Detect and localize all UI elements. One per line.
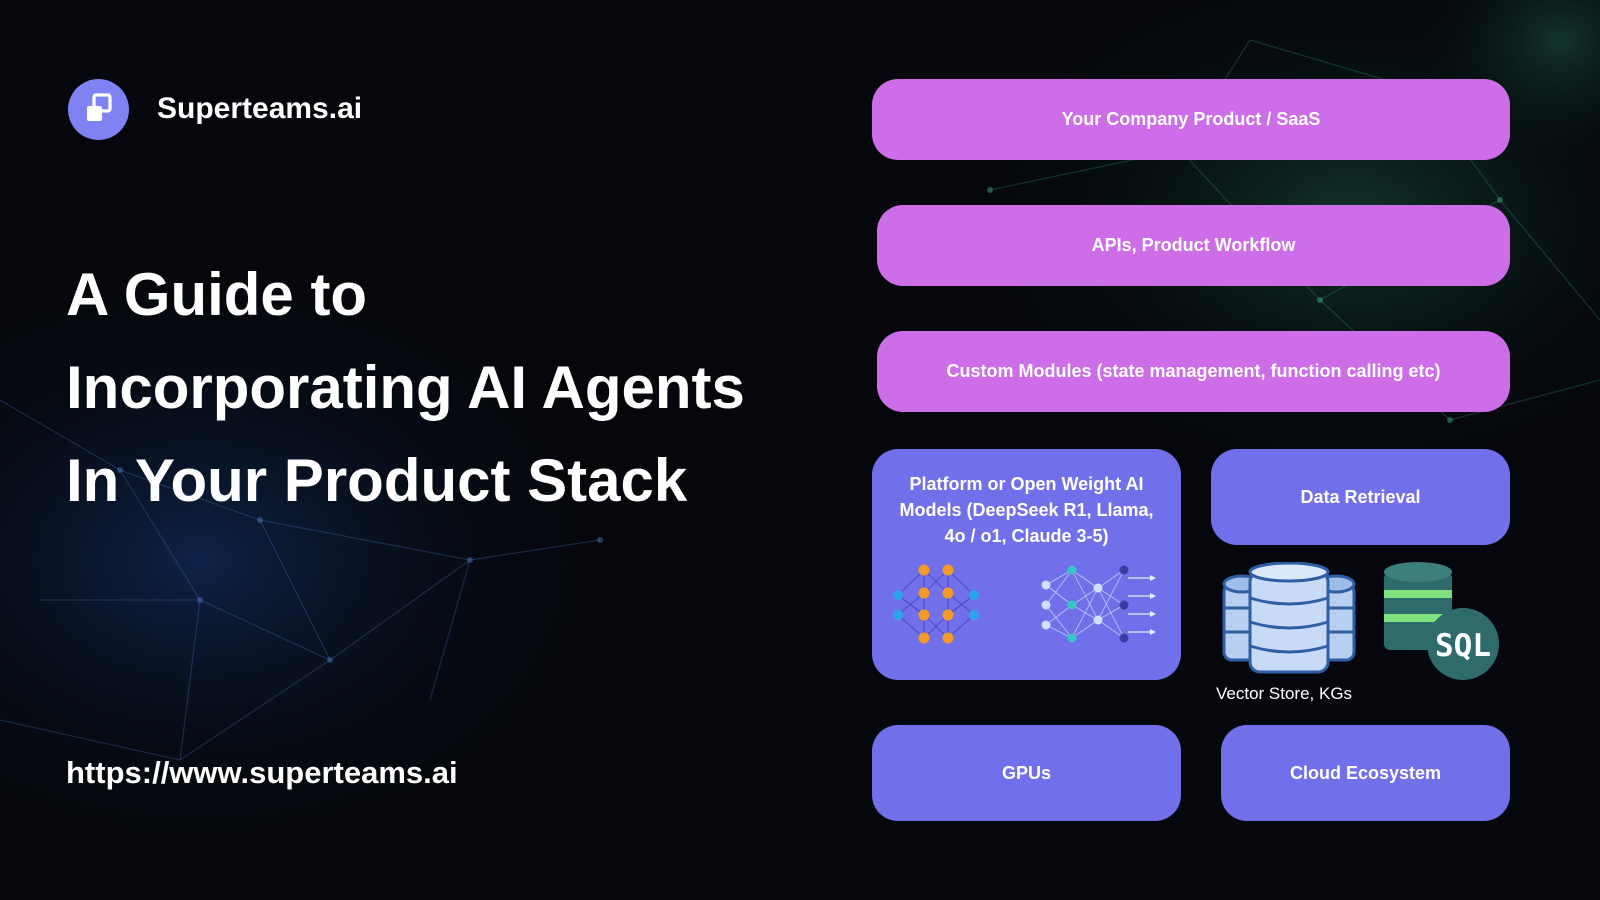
website-url: https://www.superteams.ai xyxy=(66,755,458,790)
layer-data-retrieval-label: Data Retrieval xyxy=(1300,486,1421,507)
layer-data-retrieval: Data Retrieval xyxy=(1211,449,1510,545)
layer-gpus-label: GPUs xyxy=(1001,762,1052,783)
headline-line-2: Incorporating AI Agents xyxy=(66,354,745,421)
layer-ai-models: Platform or Open Weight AI Models (DeepS… xyxy=(872,449,1181,680)
headline-line-1: A Guide to xyxy=(66,261,368,328)
sql-database-icon xyxy=(1384,562,1499,680)
neural-network-orange-icon xyxy=(893,564,979,644)
neural-network-blue-icon xyxy=(1041,565,1156,643)
layer-custom-modules-label: Custom Modules (state management, functi… xyxy=(946,361,1441,381)
layer-custom-modules: Custom Modules (state management, functi… xyxy=(877,331,1510,412)
layer-company-product: Your Company Product / SaaS xyxy=(872,79,1510,160)
layer-cloud-ecosystem: Cloud Ecosystem xyxy=(1221,725,1510,821)
vector-store-caption: Vector Store, KGs xyxy=(1216,684,1353,703)
vector-store-database-icon xyxy=(1222,562,1356,674)
layer-gpus: GPUs xyxy=(872,725,1181,821)
brand-name: Superteams.ai xyxy=(157,92,363,125)
sql-label: SQL xyxy=(1435,628,1491,664)
layer-ai-models-label: Platform or Open Weight AI Models (DeepS… xyxy=(899,474,1154,546)
logo-badge xyxy=(68,79,129,140)
stacked-squares-icon xyxy=(87,93,112,121)
layer-cloud-ecosystem-label: Cloud Ecosystem xyxy=(1289,762,1442,783)
layer-apis-workflow-label: APIs, Product Workflow xyxy=(1091,235,1296,255)
headline-line-3: In Your Product Stack xyxy=(66,447,688,514)
layer-company-product-label: Your Company Product / SaaS xyxy=(1061,109,1321,129)
layer-apis-workflow: APIs, Product Workflow xyxy=(877,205,1510,286)
